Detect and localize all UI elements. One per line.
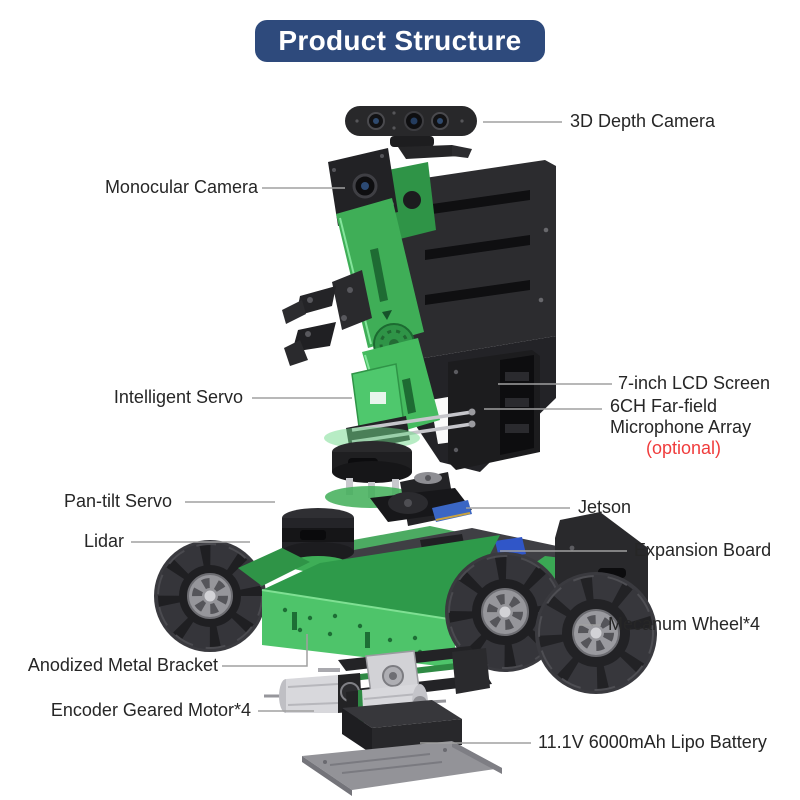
label-lidar: Lidar xyxy=(83,531,124,552)
label-encoder-motor: Encoder Geared Motor*4 xyxy=(50,700,251,721)
mecanum-wheel-right-front xyxy=(535,572,657,694)
label-depth-camera: 3D Depth Camera xyxy=(570,111,716,132)
label-mic-array: 6CH Far-field Microphone Array (optional… xyxy=(610,396,751,459)
label-mic-array-line1: 6CH Far-field xyxy=(610,396,718,416)
label-expansion-board: Expansion Board xyxy=(634,540,772,561)
leader-anodized-bracket xyxy=(222,634,308,667)
label-jetson: Jetson xyxy=(578,497,632,518)
label-intelligent-servo: Intelligent Servo xyxy=(113,387,243,408)
label-pan-tilt-servo: Pan-tilt Servo xyxy=(63,491,172,512)
lcd-screen-panel xyxy=(448,350,540,470)
mecanum-wheel-left xyxy=(154,540,266,652)
label-anodized-bracket: Anodized Metal Bracket xyxy=(27,655,218,676)
title-banner: Product Structure xyxy=(255,20,545,62)
leader-lines xyxy=(131,121,627,744)
3d-depth-camera-icon xyxy=(345,106,477,159)
page-title: Product Structure xyxy=(278,25,522,56)
label-mecanum-wheel: Mecanum Wheel*4 xyxy=(608,614,761,635)
battery-tray xyxy=(302,741,502,796)
microphone-array-ring xyxy=(324,427,420,508)
label-mic-array-optional: (optional) xyxy=(646,438,722,458)
camera-mount xyxy=(390,136,472,159)
label-lcd-screen: 7-inch LCD Screen xyxy=(618,373,771,394)
label-monocular-camera: Monocular Camera xyxy=(104,177,258,198)
label-mic-array-line2: Microphone Array xyxy=(610,417,752,437)
jetson-module xyxy=(370,488,472,522)
encoder-motor-a xyxy=(264,673,362,713)
label-battery: 11.1V 6000mAh Lipo Battery xyxy=(538,732,767,753)
gripper xyxy=(282,270,372,366)
